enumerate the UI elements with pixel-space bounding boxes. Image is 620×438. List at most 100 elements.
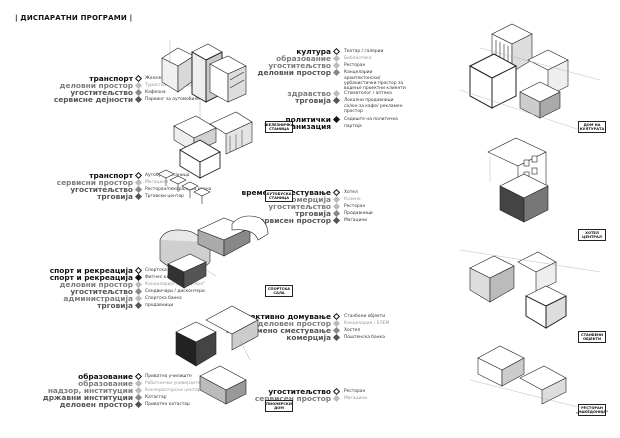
category-label: образование [78, 372, 133, 381]
legend-row: угоститељство Сендвичари / дисконтери [0, 287, 204, 296]
sub-label: Трговски центар [145, 194, 184, 199]
sub-label: Работнички универзитет [145, 381, 203, 386]
building-tag-housing: СТАНБЕНИ ОБЈЕКТИ [578, 331, 606, 343]
category-label: трговија [295, 209, 331, 218]
category-label: деловни простор [257, 68, 331, 77]
sub-label: партија [344, 124, 362, 129]
category-label: комерција [286, 195, 331, 204]
legend-row: сервисен простор Магацини [255, 395, 460, 402]
legend-row: сервисни простор Магацини [0, 179, 180, 186]
legend-row: култура Театар / галерии [260, 48, 460, 55]
sub-label: Конзерваторски центар [145, 388, 201, 393]
category-label: сервисен простор [254, 394, 331, 403]
category-label: деловен простор [257, 319, 331, 328]
sub-label: Сендвичари / дисконтери [145, 289, 205, 294]
hotel-drawing [487, 137, 549, 223]
sub-label: Казино [344, 197, 361, 202]
category-label: сервисен простор [254, 216, 331, 225]
sub-label: продавници [145, 303, 174, 308]
sub-label: архитектонски/урбанистички простор за во… [344, 76, 406, 91]
legend-row: деловен простор Канцеларии / ЕЛЕМ [257, 319, 460, 328]
building-tag-pioneer: ПИОНЕРСКИ ДОМ [265, 400, 293, 412]
housing-drawing [459, 249, 601, 329]
legend-row: надзор, институции Конзерваторски центар [0, 386, 201, 395]
sub-label: Канцеларије „Пелистера“ [145, 282, 206, 287]
category-label: образование [276, 54, 331, 63]
legend-row: салон за кафе/ рекламен простор [260, 104, 460, 116]
sub-label: Паркинг за аутомобиле [145, 97, 200, 102]
railway-station-drawing [161, 40, 247, 118]
sub-label: Библиотека [344, 56, 372, 61]
sub-label: Катастар [145, 395, 167, 400]
legend-row: образование Работнички универзитет [0, 379, 203, 388]
sub-label: Хотел [344, 190, 358, 195]
bus-station-drawing [157, 111, 253, 204]
category-label: сервисни простор [56, 178, 133, 187]
category-label: политички [285, 115, 331, 124]
building-tag-hotel: ХОТЕЛ ЦЕНТРАЛ [578, 229, 606, 241]
legend-row: угоститељство Ресторан [260, 203, 460, 210]
legend-row: образование Библиотека [260, 55, 460, 62]
sub-label: Станбени објекти [344, 314, 386, 319]
category-label: деловни простор [59, 81, 133, 90]
legend-row: деловни простор Канцеларии [257, 68, 460, 77]
building-tag-bus: АУТОБУСКА СТАНИЦА [265, 190, 293, 202]
sub-label: Магацини [344, 396, 368, 401]
category-label: надзор, институции [47, 386, 133, 395]
culture-house-drawing [459, 23, 601, 131]
legend-row: организация партија [260, 123, 460, 130]
sub-label: Ресторан [344, 63, 366, 68]
category-label: деловен простор [59, 400, 133, 409]
sub-label: Стоматолог / аптека [344, 91, 392, 96]
category-label: комерција [286, 333, 331, 342]
category-label: угоститељство [268, 387, 331, 396]
sub-label: Канцеларии [344, 70, 373, 75]
program-group-sports: спорт и рекреација Спортска сала спорт и … [0, 267, 205, 309]
legend-row: здравство Стоматолог / аптека [260, 90, 460, 97]
sub-label: Магацини [344, 218, 368, 223]
sub-label: Магацини [145, 180, 169, 185]
sub-label: Ресторан [344, 204, 366, 209]
category-label: култура [296, 47, 331, 56]
category-label: сервисне дејности [53, 95, 133, 104]
category-label: угоститељство [70, 185, 133, 194]
category-label: угоститељство [70, 287, 133, 296]
category-label: организация [276, 122, 331, 131]
legend-row: архитектонски/урбанистички простор за во… [260, 76, 460, 91]
category-label: угоститељство [268, 202, 331, 211]
category-label: угоститељство [70, 88, 133, 97]
legend-row: трговија Трговски центар [0, 192, 184, 201]
category-label: образование [78, 379, 133, 388]
restaurant-drawing [469, 345, 591, 411]
category-label: трговија [97, 192, 133, 201]
category-label: трговија [295, 96, 331, 105]
category-label: здравство [287, 89, 331, 98]
sub-label: Спортска банка [145, 296, 182, 301]
category-label: спорт и рекреација [49, 273, 133, 282]
legend-row: комерција Казино [260, 196, 460, 203]
sub-label: Канцеларии / ЕЛЕМ [344, 321, 390, 326]
sub-label: Театар / галерии [344, 49, 384, 54]
building-tag-restaurant: РЕСТОРАН „МАКЕДОНИЈА“ [575, 404, 609, 416]
pioneer-house-drawing [175, 305, 259, 405]
sub-label: Хостел [344, 328, 361, 333]
sub-label: Спортска сала [145, 268, 179, 273]
sub-label: салон за кафе/ рекламен простор [344, 104, 403, 114]
sub-label: Седиште на политичка [344, 117, 398, 122]
